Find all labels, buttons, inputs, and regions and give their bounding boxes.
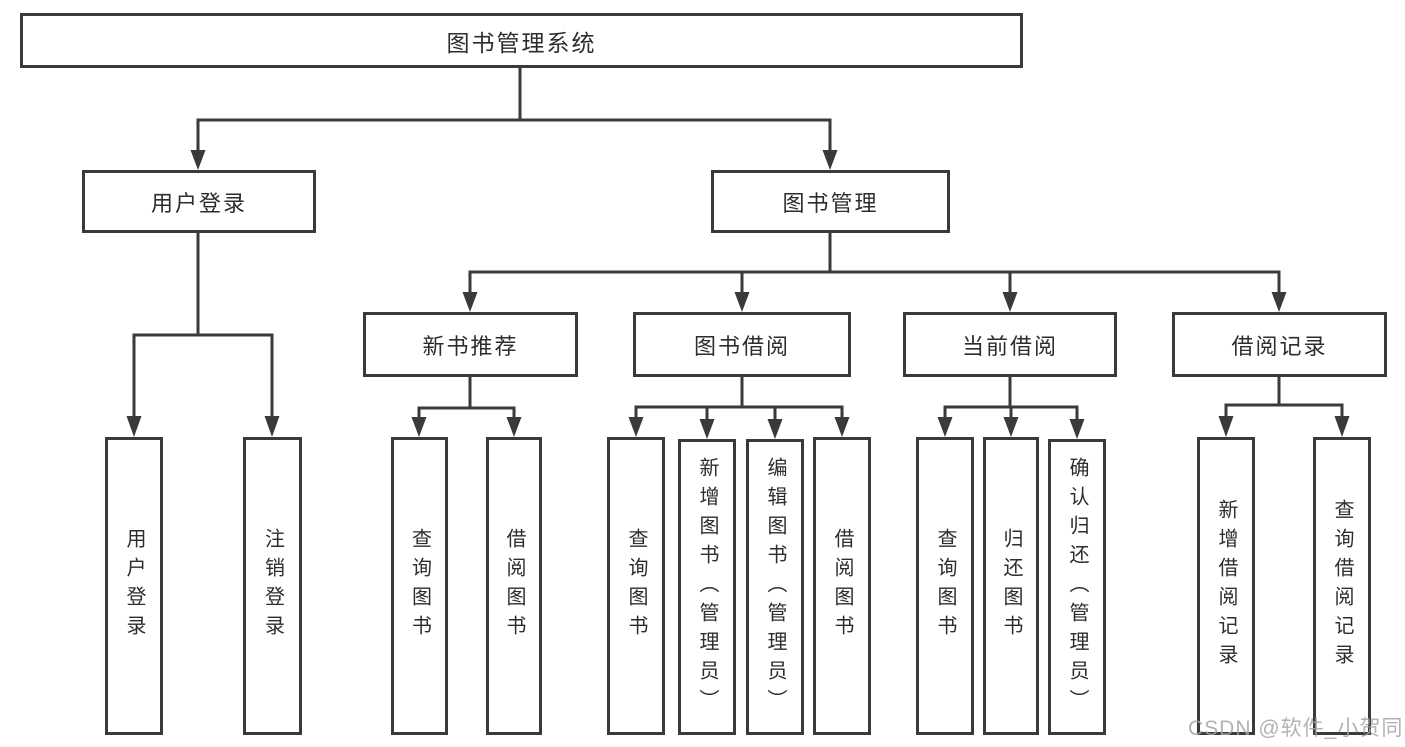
node-label: 图书借阅	[693, 333, 790, 359]
node-label: 当前借阅	[961, 333, 1058, 359]
leaf-label: 编辑图书（管理员）	[764, 456, 786, 718]
leaf-label: 注销登录	[261, 528, 284, 644]
leaf-label: 新增借阅记录	[1215, 499, 1237, 673]
leaf-label: 查询图书	[408, 528, 431, 644]
leaf-label: 查询借阅记录	[1331, 499, 1353, 673]
node-book-borrow: 图书借阅	[633, 312, 851, 377]
leaf-borrow-books: 借阅图书	[486, 437, 542, 735]
node-user-login: 用户登录	[82, 170, 316, 233]
leaf-add-books-admin: 新增图书（管理员）	[678, 439, 736, 735]
leaf-label: 新增图书（管理员）	[696, 456, 718, 718]
leaf-label: 确认归还（管理员）	[1066, 456, 1088, 718]
leaf-query-books: 查询图书	[391, 437, 448, 735]
node-borrow-records: 借阅记录	[1172, 312, 1387, 377]
leaf-edit-books-admin: 编辑图书（管理员）	[746, 439, 804, 735]
leaf-borrow-books: 借阅图书	[813, 437, 871, 735]
node-label: 图书管理系统	[446, 29, 597, 56]
leaf-query-books: 查询图书	[607, 437, 665, 735]
node-current-borrow: 当前借阅	[903, 312, 1117, 377]
leaf-label: 用户登录	[123, 528, 145, 644]
leaf-user-login: 用户登录	[105, 437, 163, 735]
leaf-query-books: 查询图书	[916, 437, 974, 735]
node-label: 借阅记录	[1231, 333, 1328, 359]
leaf-query-borrow-record: 查询借阅记录	[1313, 437, 1371, 735]
leaf-return-books: 归还图书	[983, 437, 1039, 735]
node-label: 新书推荐	[422, 333, 519, 359]
leaf-logout: 注销登录	[243, 437, 302, 735]
leaf-add-borrow-record: 新增借阅记录	[1197, 437, 1255, 735]
csdn-watermark: CSDN @软件_小贺同学	[1188, 717, 1405, 740]
node-new-book-recommend: 新书推荐	[363, 312, 578, 377]
node-label: 图书管理	[782, 190, 879, 216]
leaf-label: 借阅图书	[503, 528, 525, 644]
leaf-label: 查询图书	[934, 528, 956, 644]
leaf-label: 借阅图书	[831, 528, 853, 644]
leaf-confirm-return-admin: 确认归还（管理员）	[1048, 439, 1106, 735]
leaf-label: 归还图书	[1000, 528, 1022, 644]
node-book-management: 图书管理	[711, 170, 950, 233]
node-library-management-system: 图书管理系统	[20, 13, 1023, 68]
node-label: 用户登录	[150, 190, 247, 216]
leaf-label: 查询图书	[625, 528, 647, 644]
